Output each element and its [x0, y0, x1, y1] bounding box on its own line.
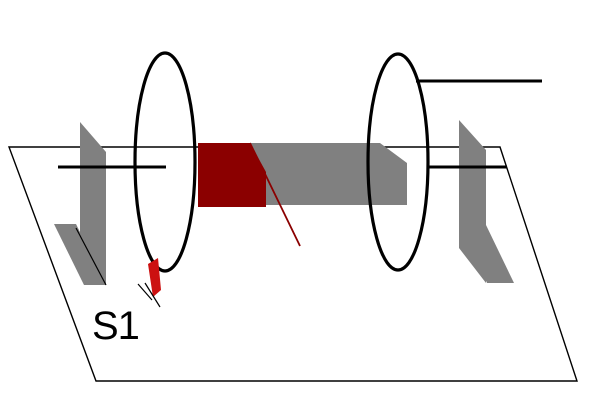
left-support-shadow: [54, 224, 106, 285]
right-support: [459, 120, 486, 283]
left-support-edge: [75, 227, 107, 286]
switch-label-s1: S1: [92, 304, 140, 348]
right-coil-ring: [366, 52, 430, 272]
left-coil-ring: [133, 51, 197, 273]
switch-red-piece: [148, 258, 161, 297]
switch-contact-1: [137, 283, 153, 301]
left-support: [80, 122, 106, 285]
dark-red-block: [198, 143, 266, 207]
dark-red-pointer: [249, 142, 301, 247]
switch-contact-2: [144, 282, 161, 308]
